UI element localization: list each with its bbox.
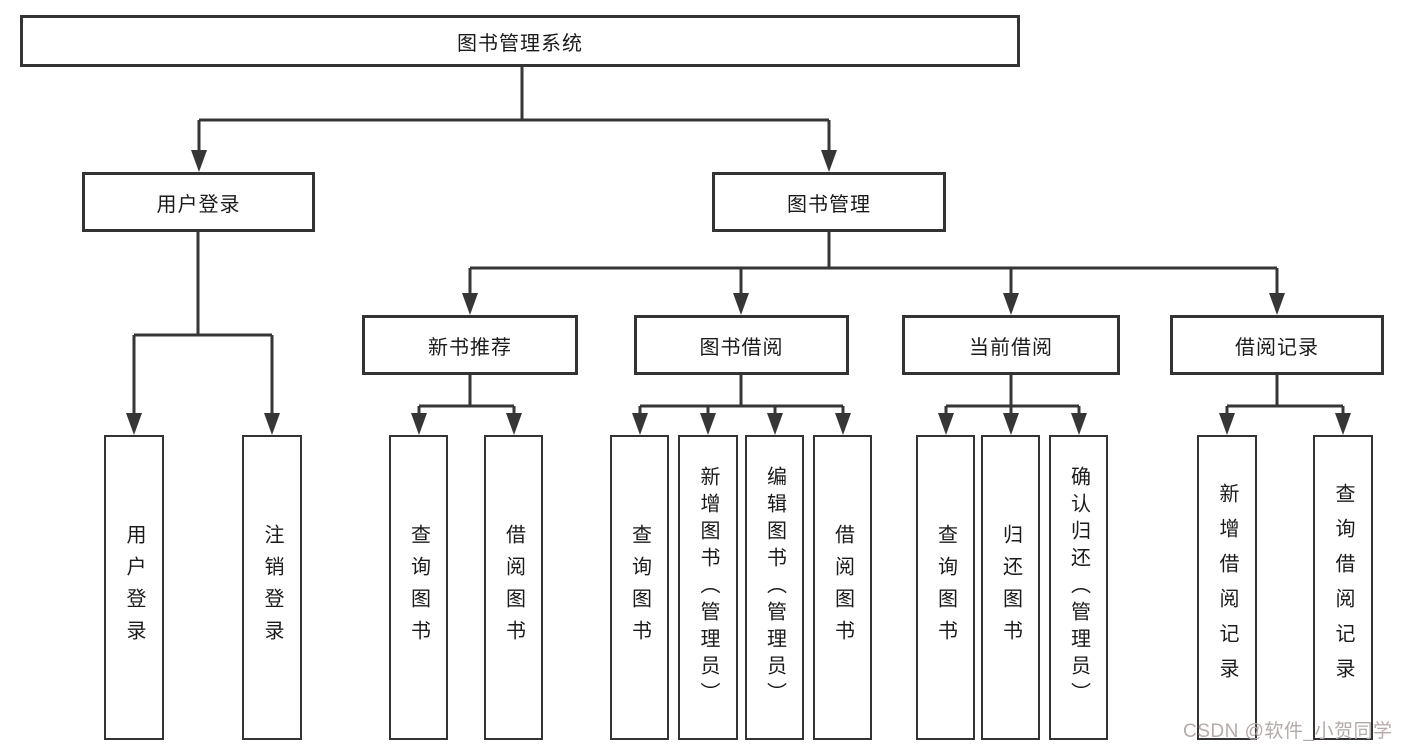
node-library-system-label: 图书管理系统 [457, 32, 583, 55]
node-borrow-record: 借阅记录 [1170, 315, 1384, 375]
node-borrow-record-label: 借阅记录 [1235, 336, 1319, 359]
leaf-borrow-book-recommend-label: 借阅图书 [502, 523, 525, 652]
leaf-add-book-admin: 新增图书（管理员） [678, 435, 738, 740]
leaf-borrow-book-recommend: 借阅图书 [484, 435, 543, 740]
leaf-query-book-recommend: 查询图书 [389, 435, 448, 740]
node-library-system: 图书管理系统 [20, 15, 1020, 67]
node-new-book-recommend-label: 新书推荐 [428, 336, 512, 359]
node-user-login: 用户登录 [82, 172, 315, 232]
node-book-borrow-label: 图书借阅 [699, 336, 784, 359]
leaf-logout: 注销登录 [242, 435, 302, 740]
node-current-borrow-label: 当前借阅 [969, 336, 1053, 359]
leaf-query-book-current-label: 查询图书 [934, 523, 957, 652]
leaf-logout-label: 注销登录 [261, 523, 283, 652]
leaf-query-borrow-record-label: 查询借阅记录 [1332, 482, 1354, 693]
leaf-confirm-return-admin: 确认归还（管理员） [1049, 435, 1108, 740]
leaf-confirm-return-admin-label: 确认归还（管理员） [1067, 466, 1090, 709]
leaf-user-login: 用户登录 [104, 435, 164, 740]
leaf-edit-book-admin-label: 编辑图书（管理员） [763, 466, 786, 709]
leaf-query-book-borrow: 查询图书 [610, 435, 669, 740]
leaf-add-book-admin-label: 新增图书（管理员） [697, 466, 719, 709]
leaf-query-book-current: 查询图书 [916, 435, 975, 740]
leaf-user-login-label: 用户登录 [123, 523, 145, 652]
leaf-borrow-book-borrow-label: 借阅图书 [831, 523, 854, 652]
node-book-borrow: 图书借阅 [634, 315, 849, 375]
leaf-edit-book-admin: 编辑图书（管理员） [745, 435, 804, 740]
node-book-management-label: 图书管理 [787, 193, 871, 216]
leaf-add-borrow-record: 新增借阅记录 [1197, 435, 1257, 740]
node-user-login-label: 用户登录 [156, 193, 241, 216]
node-current-borrow: 当前借阅 [902, 315, 1120, 375]
node-new-book-recommend: 新书推荐 [362, 315, 578, 375]
leaf-return-book-label: 归还图书 [999, 523, 1022, 652]
leaf-query-book-recommend-label: 查询图书 [407, 523, 430, 652]
leaf-query-book-borrow-label: 查询图书 [628, 523, 651, 652]
node-book-management: 图书管理 [712, 172, 946, 232]
leaf-add-borrow-record-label: 新增借阅记录 [1216, 482, 1238, 693]
leaf-borrow-book-borrow: 借阅图书 [813, 435, 872, 740]
csdn-watermark: CSDN @软件_小贺同学 [1183, 721, 1393, 742]
leaf-return-book: 归还图书 [981, 435, 1040, 740]
leaf-query-borrow-record: 查询借阅记录 [1313, 435, 1373, 740]
arrowheads [126, 150, 1351, 435]
